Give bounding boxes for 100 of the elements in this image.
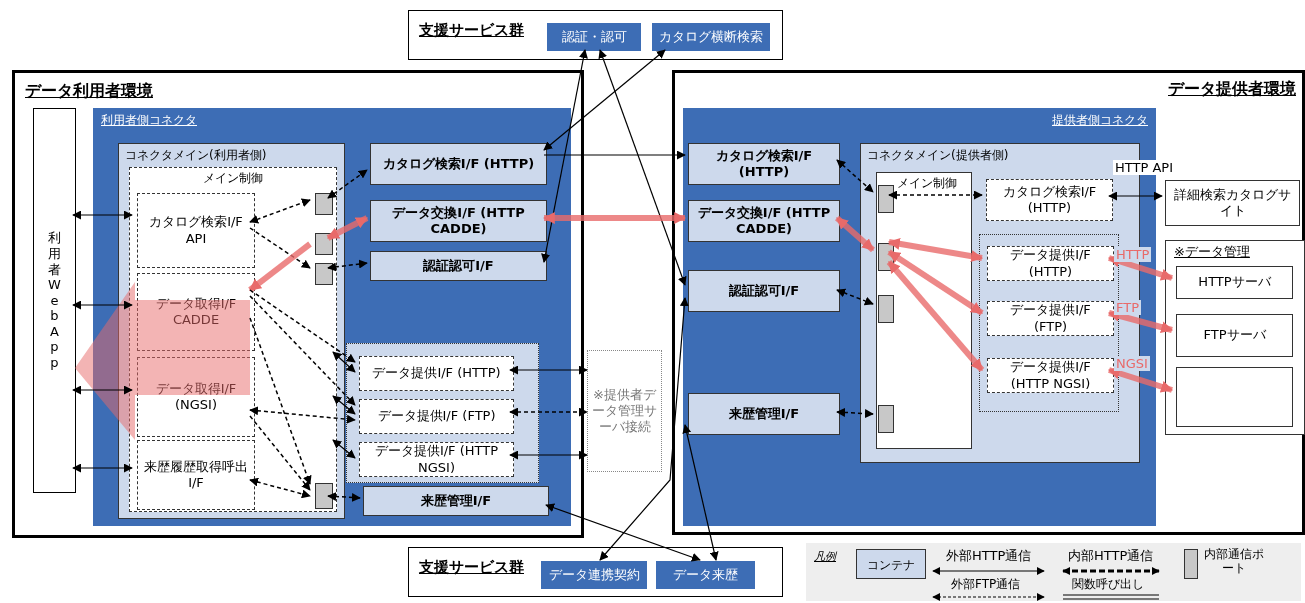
arrow xyxy=(249,198,311,224)
edge-label: HTTP xyxy=(1114,247,1152,262)
interface-box: データ提供I/F (FTP) xyxy=(359,399,514,434)
legend-label: コンテナ xyxy=(866,557,916,574)
interface-box: 来歴管理I/F xyxy=(688,393,840,435)
environment-frame xyxy=(672,70,1305,535)
server-box xyxy=(1176,367,1293,427)
interface-box: データ取得I/F (NGSI) xyxy=(137,357,255,437)
port-box xyxy=(315,483,333,509)
arrow xyxy=(543,49,666,151)
arrow xyxy=(72,210,133,220)
interface-box: カタログ検索I/F (HTTP) xyxy=(370,143,547,185)
arrow xyxy=(836,288,874,306)
data-flow-arrow xyxy=(1107,255,1174,281)
data-flow-arrow xyxy=(248,241,312,293)
connector-panel xyxy=(93,108,571,526)
arrow xyxy=(327,259,368,272)
data-flow-arrow xyxy=(887,249,984,316)
arrow xyxy=(509,407,588,417)
interface-box: カタログ検索I/F (HTTP) xyxy=(986,179,1113,221)
panel-title: コネクタメイン(提供者側) xyxy=(867,148,1009,163)
edge-label: HTTP API xyxy=(1113,160,1175,175)
arrow xyxy=(836,407,874,419)
arrow xyxy=(541,49,588,263)
legend-label: 内部通信ポート xyxy=(1203,547,1265,576)
service-group-frame xyxy=(408,547,783,597)
service-box: データ連携契約 xyxy=(541,561,647,589)
arrow xyxy=(509,365,588,375)
server-box: HTTPサーバ xyxy=(1176,266,1293,299)
arrow xyxy=(599,297,689,561)
panel-title: データ提供者環境 xyxy=(1168,79,1296,99)
panel-title: 支援サービス群 xyxy=(419,21,524,40)
legend-label: 外部HTTP通信 xyxy=(946,547,1032,565)
interface-box: 来歴履歴取得呼出 I/F xyxy=(137,440,255,510)
arrow xyxy=(249,317,312,485)
panel-title: 利用者側コネクタ xyxy=(101,113,197,128)
arrow xyxy=(1108,191,1163,201)
interface-box: データ交換I/F (HTTP CADDE) xyxy=(688,200,840,242)
arrow xyxy=(682,424,719,561)
port-box xyxy=(878,185,894,213)
interface-box: データ提供I/F (HTTP NGSI) xyxy=(359,442,514,477)
data-flow-arrow xyxy=(886,260,985,372)
panel-title: メイン制御 xyxy=(897,176,957,191)
edge-label: NGSI xyxy=(1114,356,1150,371)
connector-main-panel xyxy=(118,143,345,519)
service-box: カタログ横断検索 xyxy=(652,23,770,51)
arrow xyxy=(332,395,356,415)
interface-box: カタログ検索I/F API xyxy=(137,193,255,268)
data-flow-arrow xyxy=(887,237,984,263)
data-flow-arrow xyxy=(1107,310,1174,333)
interface-box: データ提供I/F (HTTP NGSI) xyxy=(987,358,1114,393)
arrow xyxy=(598,49,687,286)
service-group-frame xyxy=(408,10,783,60)
panel-title: 支援サービス群 xyxy=(419,558,524,577)
arrow xyxy=(72,463,133,473)
data-flow-arrow xyxy=(542,212,687,224)
arrow xyxy=(327,492,361,502)
panel-title: コネクタメイン(利用者側) xyxy=(125,148,267,163)
interface-box: データ取得I/F CADDE xyxy=(137,273,255,351)
arrow xyxy=(249,295,356,406)
service-box: 認証・認可 xyxy=(547,23,641,51)
arrow xyxy=(327,169,368,199)
interface-box: 来歴管理I/F xyxy=(363,486,549,516)
arrow xyxy=(332,351,356,373)
interface-box: 認証認可I/F xyxy=(688,270,840,312)
note-box: ※提供者データ管理サーバ接続 xyxy=(587,350,662,472)
arrow xyxy=(249,406,356,424)
webapp-box: 利用者WebApp xyxy=(33,108,76,493)
data-flow-arrow xyxy=(326,215,369,241)
arrow xyxy=(509,450,588,460)
legend-label: 内部HTTP通信 xyxy=(1068,547,1154,565)
interface-box: データ提供I/F (HTTP) xyxy=(359,356,514,391)
edge-label: FTP xyxy=(1114,300,1142,315)
panel-title: 提供者側コネクタ xyxy=(1052,113,1148,128)
legend-label: 外部FTP通信 xyxy=(951,576,1021,593)
port-box xyxy=(315,233,333,255)
server-box: 詳細検索カタログサイト xyxy=(1165,180,1300,226)
server-box: FTPサーバ xyxy=(1176,314,1293,357)
port-box xyxy=(315,263,333,285)
interface-box: データ提供I/F (FTP) xyxy=(987,301,1114,336)
panel-title: ※データ管理 xyxy=(1174,244,1250,261)
arrow xyxy=(249,289,356,363)
port-box xyxy=(878,405,894,433)
interface-box: データ交換I/F (HTTP CADDE) xyxy=(370,200,547,242)
arrow xyxy=(72,385,133,395)
arrow xyxy=(249,227,311,269)
arrow xyxy=(332,439,356,459)
environment-frame xyxy=(12,70,584,538)
main-control-area xyxy=(129,167,337,512)
arrow xyxy=(249,415,311,491)
data-flow-arrow xyxy=(1107,367,1174,393)
service-box: データ来歴 xyxy=(656,561,755,589)
arrow xyxy=(888,190,983,200)
main-control-area xyxy=(876,172,972,449)
legend-title: 凡例 xyxy=(814,549,836,564)
panel-title: メイン制御 xyxy=(202,171,264,186)
arrow xyxy=(836,159,874,193)
legend-label: 関数呼び出し xyxy=(1072,576,1144,593)
interface-group-frame xyxy=(979,234,1119,412)
port-box xyxy=(315,193,333,215)
